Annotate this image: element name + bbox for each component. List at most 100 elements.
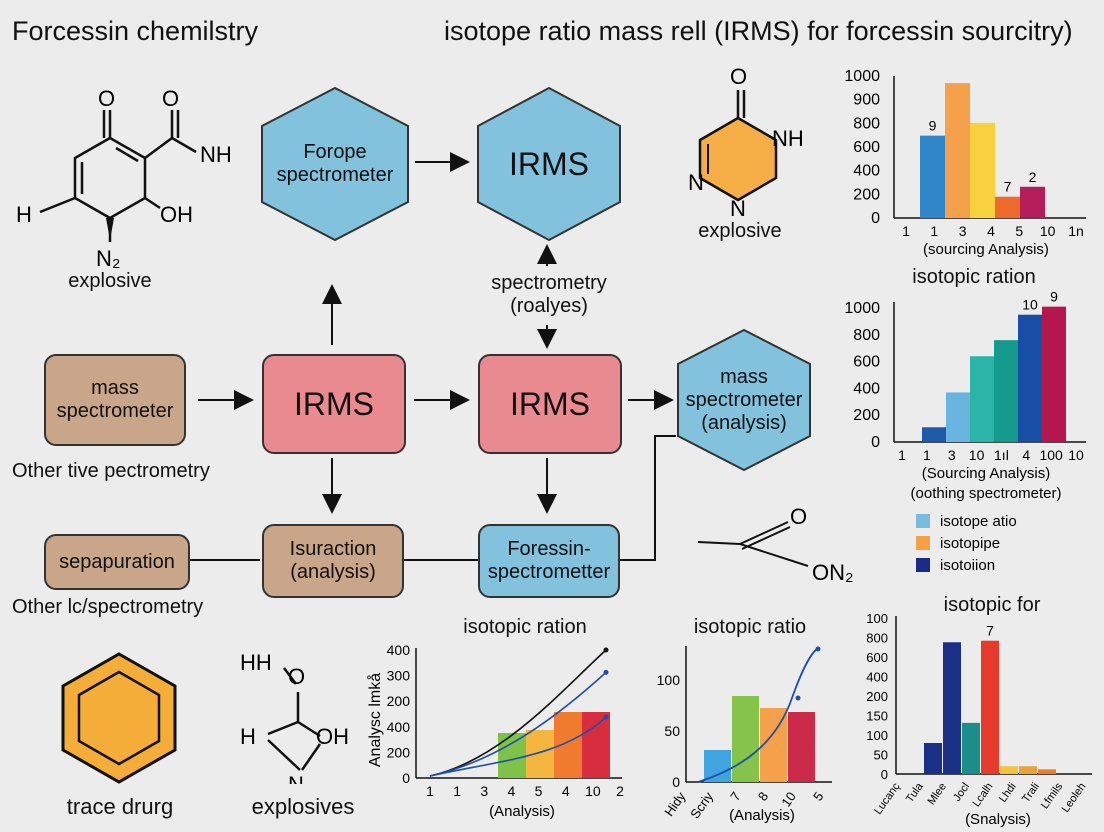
atom-nh: NH xyxy=(772,126,804,151)
explosive-caption-2: explosive xyxy=(698,220,782,242)
y-tick-label: 0 xyxy=(871,434,880,451)
x-tick-label: 3 xyxy=(480,783,488,799)
title-right: isotope ratio mass rell (IRMS) for force… xyxy=(444,16,1073,46)
atom-h: H xyxy=(16,202,32,227)
bar xyxy=(1019,766,1037,774)
y-tick-label: 300 xyxy=(387,668,411,684)
x-tick-label: 10 xyxy=(585,783,601,799)
y-tick-label: 200 xyxy=(866,689,888,704)
y-tick-label: 400 xyxy=(387,719,411,735)
y-tick-label: 400 xyxy=(853,380,880,397)
x-tick-label: 10 xyxy=(1040,223,1056,239)
chart4-point xyxy=(815,646,821,652)
bar xyxy=(1042,306,1066,442)
x-tick-label: Lucanç xyxy=(872,780,902,816)
node-irms-1: IRMS xyxy=(262,354,406,454)
chart2-title: isotopic ration xyxy=(912,266,1036,288)
x-tick-label: 1 xyxy=(930,223,938,239)
bar xyxy=(1038,769,1056,774)
y-tick-label: 900 xyxy=(853,92,880,109)
hexagon-irms xyxy=(477,86,621,242)
x-tick-label: 3 xyxy=(959,223,967,239)
atom-n2: N₂ xyxy=(96,246,120,271)
legend-swatch xyxy=(916,514,930,528)
x-tick-label: Mlee xyxy=(925,781,949,807)
bar xyxy=(995,196,1020,218)
trace-drug-caption: trace drurg xyxy=(66,794,174,819)
bar xyxy=(970,356,994,442)
legend-label: isotopipe xyxy=(940,535,1000,552)
atom-oh: OH xyxy=(316,724,349,749)
chart4-curve xyxy=(697,647,819,783)
x-tick-label: 3 xyxy=(948,447,956,463)
y-tick-label: 600 xyxy=(866,650,888,665)
x-tick-label: 2 xyxy=(616,783,624,799)
bar xyxy=(1020,186,1045,218)
bar xyxy=(920,135,945,218)
y-tick-label: 0 xyxy=(402,770,410,786)
y-tick-label: 100 xyxy=(866,728,888,743)
x-tick-label: Scriy xyxy=(687,789,716,822)
x-tick-label: 4 xyxy=(987,223,995,239)
atom-o2: O xyxy=(162,86,179,111)
y-tick-label: 600 xyxy=(853,354,880,371)
bar xyxy=(498,733,526,778)
x-tick-label: 4 xyxy=(562,783,570,799)
node-mass-spectrometer-analysis: mass spectrometer (analysis) xyxy=(685,365,803,434)
y-tick-label: 150 xyxy=(866,709,888,724)
data-label: 9 xyxy=(929,118,937,134)
series-line xyxy=(429,649,607,777)
x-tick-label: 1 xyxy=(898,447,906,463)
node-mass-spectrometer: mass spectrometer xyxy=(44,354,186,446)
data-label: 9 xyxy=(1050,290,1058,305)
chart2-xlabel2: (oothing spectrometer) xyxy=(911,485,1062,502)
y-tick-label: 200 xyxy=(853,186,880,203)
x-tick-label: Leoleh xyxy=(1060,781,1089,815)
x-tick-label: Tula xyxy=(904,780,926,805)
data-label: 10 xyxy=(1022,297,1038,313)
title-left: Forcessin chemilstry xyxy=(12,16,259,46)
node-irms-2: IRMS xyxy=(478,354,622,454)
x-tick-label: 10 xyxy=(1068,447,1084,463)
nitro-fragment: O ON₂ xyxy=(697,504,854,585)
x-tick-label: Lhdi xyxy=(997,781,1019,805)
bar xyxy=(943,642,961,774)
y-tick-label: 50 xyxy=(664,723,680,739)
chart3-title: isotopic ration xyxy=(463,616,587,638)
data-label: 7 xyxy=(986,623,994,639)
chart4-title: isotopic ratio xyxy=(693,616,807,638)
atom-n2: N xyxy=(730,196,746,220)
bar xyxy=(732,696,759,782)
hexagon-forope xyxy=(261,86,409,242)
x-tick-label: 5 xyxy=(535,783,543,799)
bar xyxy=(922,427,946,442)
hexagon-mass-analysis xyxy=(677,328,811,472)
y-tick-label: 100 xyxy=(657,672,681,688)
series-point xyxy=(603,714,609,720)
bar xyxy=(981,640,999,774)
bar xyxy=(788,712,815,782)
y-tick-label: 1000 xyxy=(844,300,880,317)
legend-swatch xyxy=(916,558,930,572)
y-tick-label: 0 xyxy=(672,774,680,790)
other-tive-label: Other tive pectrometry xyxy=(12,460,210,482)
chart1-xlabel: (sourcing Analysis) xyxy=(923,241,1049,258)
x-tick-label: 7 xyxy=(727,789,743,804)
atom-hh: HH xyxy=(240,650,272,675)
y-tick-label: 1000 xyxy=(844,68,880,85)
x-tick-label: 1 xyxy=(923,447,931,463)
y-tick-label: 50 xyxy=(874,748,888,763)
x-tick-label: 1ıl xyxy=(994,447,1009,463)
x-tick-label: 4 xyxy=(1022,447,1030,463)
x-tick-label: 1 xyxy=(426,783,434,799)
atom-n2: N₂ xyxy=(288,772,312,784)
atom-no2: ON₂ xyxy=(812,560,854,585)
y-tick-label: 400 xyxy=(387,642,411,658)
x-tick-label: 5 xyxy=(810,789,826,804)
bar xyxy=(946,392,970,442)
y-tick-label: 600 xyxy=(853,139,880,156)
explosive-caption-1: explosive xyxy=(68,270,152,292)
